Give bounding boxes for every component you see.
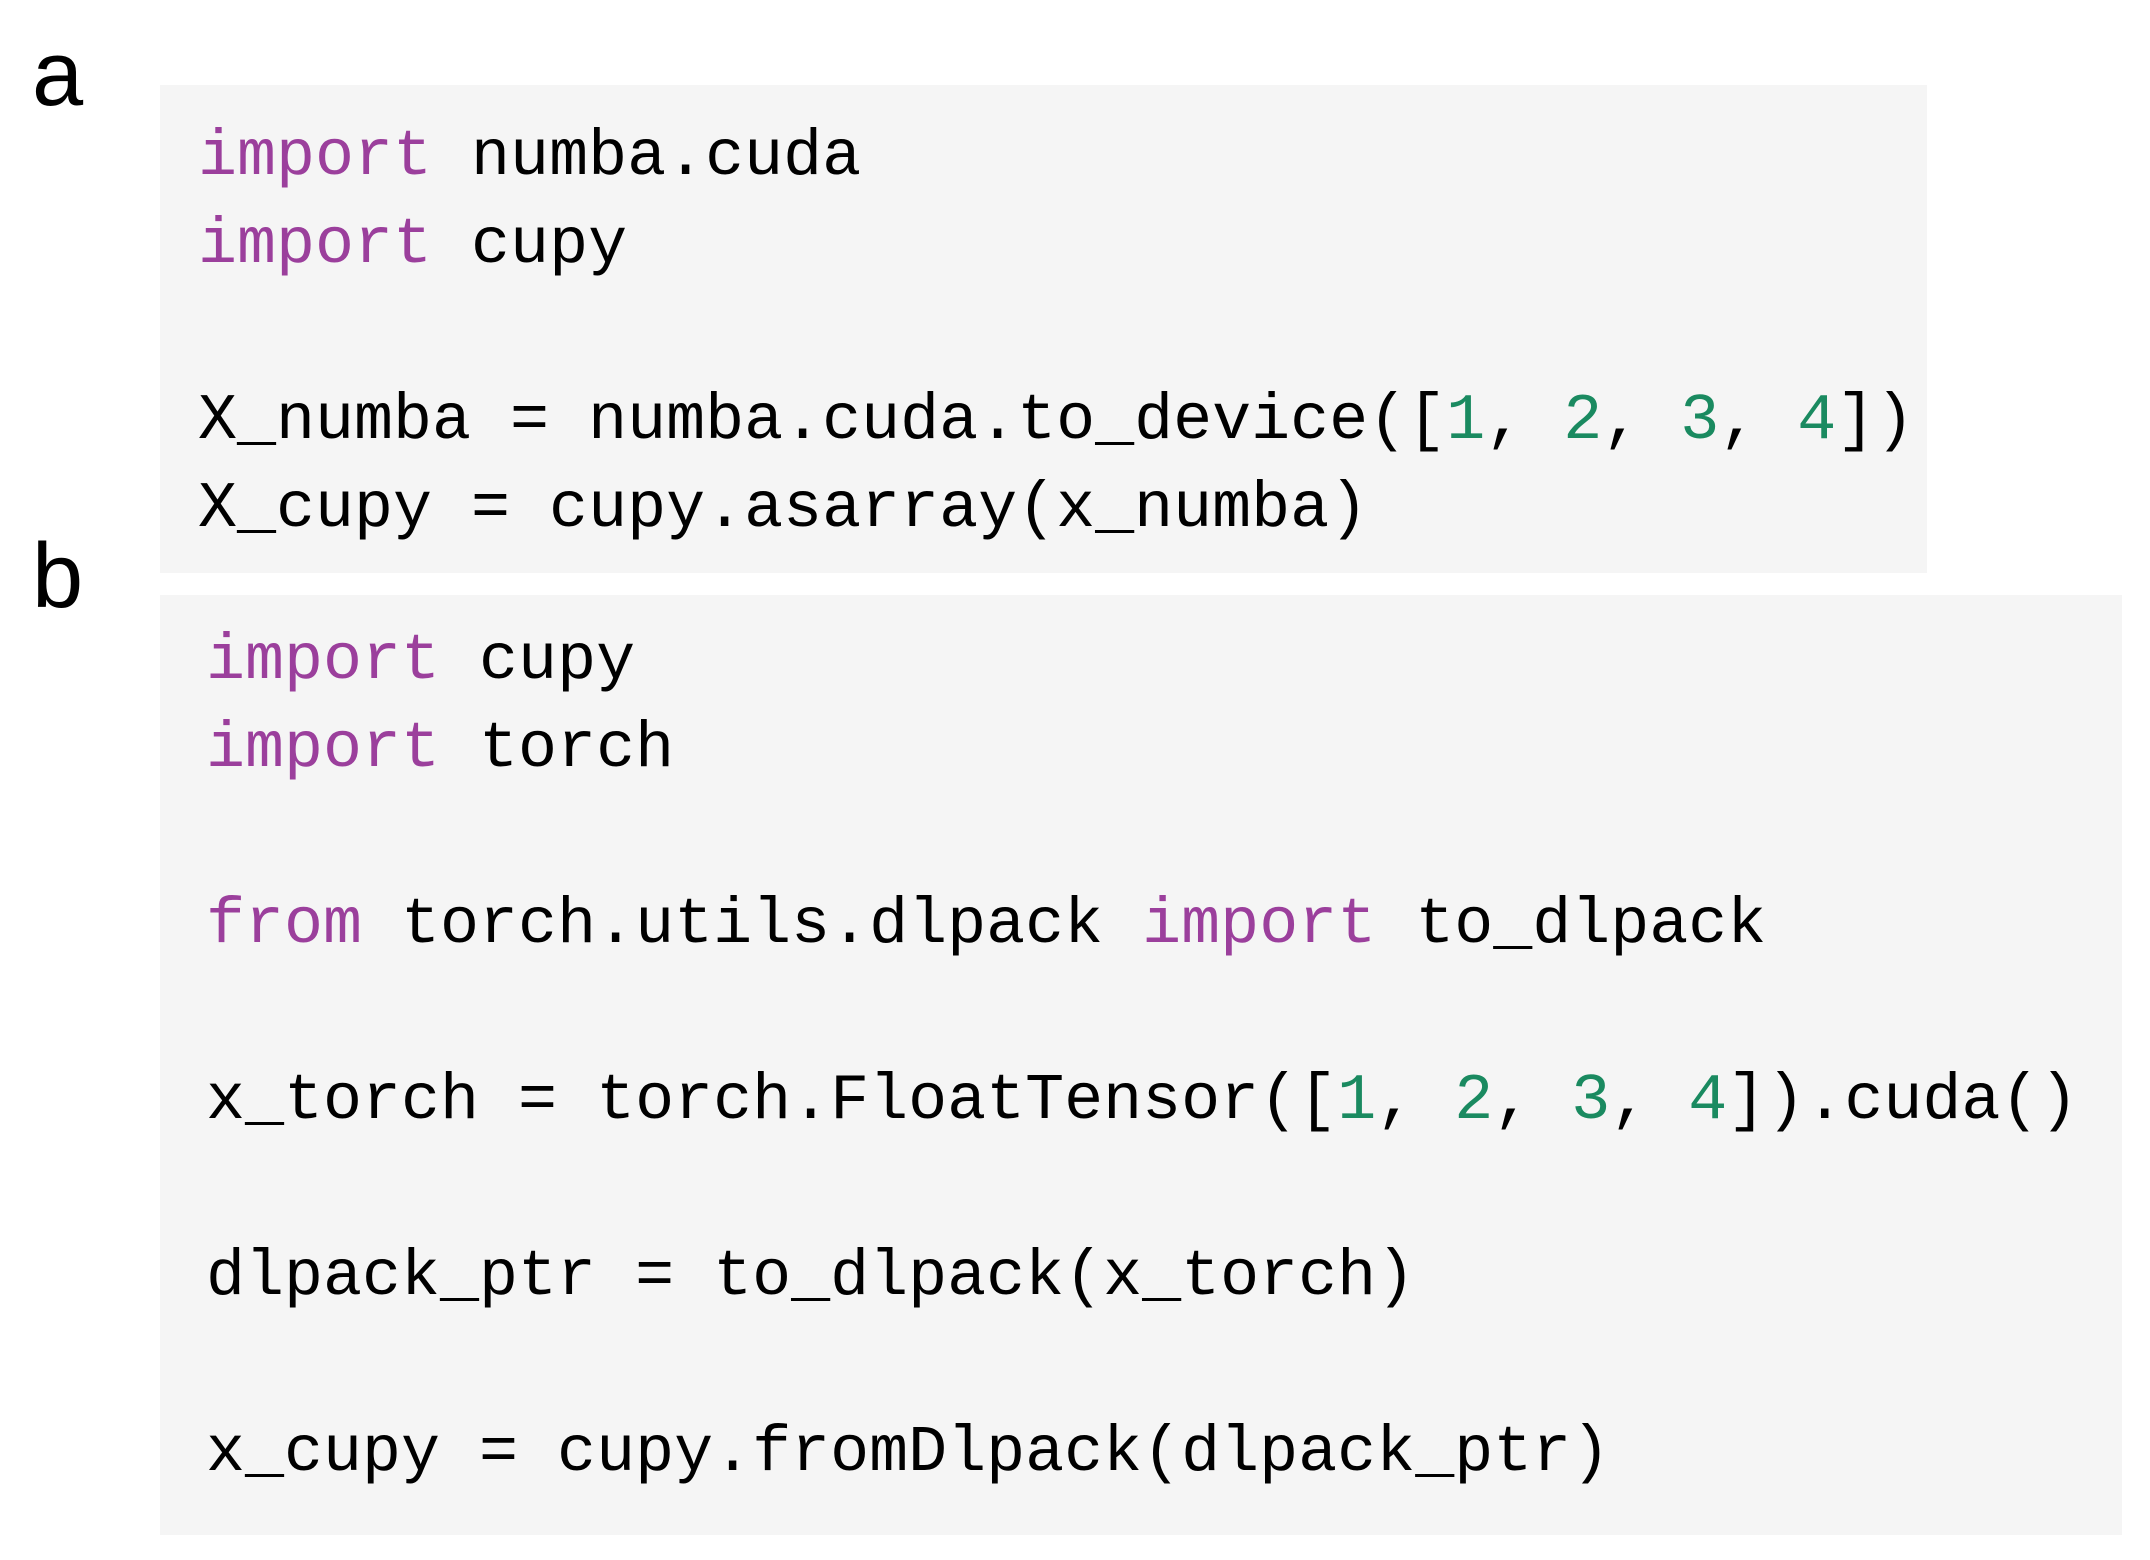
code-blank-line [206, 793, 2122, 881]
code-blank-line [198, 289, 1927, 377]
code-text: torch [440, 712, 675, 786]
code-number: 2 [1563, 384, 1603, 458]
panel-label-a: a [32, 23, 84, 125]
code-blank-line [206, 969, 2122, 1057]
code-number: 4 [1797, 384, 1837, 458]
code-line: X_cupy = cupy.asarray(x_numba) [198, 465, 1927, 553]
code-line: X_numba = numba.cuda.to_device([1, 2, 3,… [198, 377, 1927, 465]
code-text: to_dlpack [1376, 888, 1767, 962]
code-text: x_cupy = cupy.fromDlpack(dlpack_ptr) [206, 1416, 1611, 1490]
code-text: , [1376, 1064, 1455, 1138]
code-text: ]).cuda() [1727, 1064, 2079, 1138]
code-number: 1 [1446, 384, 1486, 458]
code-keyword: import [198, 208, 433, 282]
code-blank-line [206, 1145, 2122, 1233]
code-keyword: import [206, 712, 441, 786]
code-text: ]) [1836, 384, 1915, 458]
code-blank-line [206, 1321, 2122, 1409]
code-number: 4 [1688, 1064, 1728, 1138]
code-text: dlpack_ptr = to_dlpack(x_torch) [206, 1240, 1416, 1314]
code-text: torch.utils.dlpack [362, 888, 1143, 962]
code-text: X_numba = numba.cuda.to_device([ [198, 384, 1447, 458]
code-text: cupy [440, 624, 636, 698]
code-number: 2 [1454, 1064, 1494, 1138]
code-keyword: import [198, 120, 433, 194]
code-text: , [1719, 384, 1798, 458]
code-line: dlpack_ptr = to_dlpack(x_torch) [206, 1233, 2122, 1321]
code-text: cupy [432, 208, 628, 282]
code-line: import cupy [198, 201, 1927, 289]
code-line: x_torch = torch.FloatTensor([1, 2, 3, 4]… [206, 1057, 2122, 1145]
code-line: from torch.utils.dlpack import to_dlpack [206, 881, 2122, 969]
code-text: x_torch = torch.FloatTensor([ [206, 1064, 1338, 1138]
code-number: 1 [1337, 1064, 1377, 1138]
code-line: x_cupy = cupy.fromDlpack(dlpack_ptr) [206, 1409, 2122, 1497]
code-keyword: import [206, 624, 441, 698]
code-text: numba.cuda [432, 120, 862, 194]
code-text: , [1485, 384, 1564, 458]
code-text: , [1493, 1064, 1572, 1138]
code-number: 3 [1571, 1064, 1611, 1138]
code-line: import torch [206, 705, 2122, 793]
code-line: import numba.cuda [198, 113, 1927, 201]
panel-label-b: b [32, 525, 84, 627]
code-text: , [1610, 1064, 1689, 1138]
code-number: 3 [1680, 384, 1720, 458]
code-keyword: import [1142, 888, 1377, 962]
code-keyword: from [206, 888, 363, 962]
code-line: import cupy [206, 617, 2122, 705]
code-text: , [1602, 384, 1681, 458]
code-text: X_cupy = cupy.asarray(x_numba) [198, 472, 1369, 546]
